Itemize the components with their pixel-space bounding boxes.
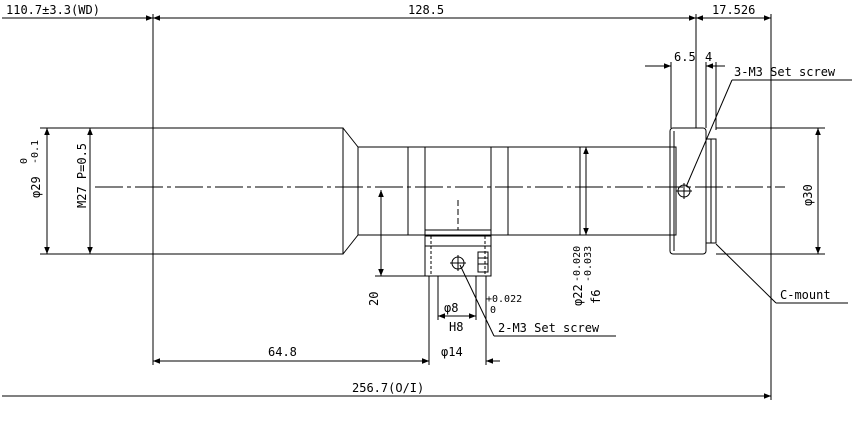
- front-barrel-edge-top: [342, 127, 359, 148]
- leader-m3-top: [685, 79, 733, 188]
- callout-cmount: C-mount: [780, 288, 831, 302]
- mount-block: [424, 236, 492, 277]
- leader-m3-bottom: [459, 264, 495, 337]
- dim-phi8-label: φ8: [444, 301, 458, 315]
- dim-4-label: 4: [705, 50, 712, 64]
- leader-cmount: [715, 243, 777, 304]
- dim-phi8-tol-upper: +0.022: [486, 294, 522, 305]
- callout-m3-top: 3-M3 Set screw: [734, 65, 836, 79]
- dim-20-label: 20: [367, 292, 381, 306]
- front-barrel-edge-bot: [342, 234, 359, 255]
- dim-phi29-label: φ29: [29, 176, 43, 198]
- dim-128-label: 128.5: [408, 3, 444, 17]
- dim-64-8-label: 64.8: [268, 345, 297, 359]
- middle-barrel: [357, 146, 677, 236]
- dim-h8-label: H8: [449, 320, 463, 334]
- dim-phi22-tol-upper: -0.020: [572, 246, 583, 282]
- dim-phi29-label-group: φ29: [29, 176, 43, 198]
- dim-thread-label: M27 P=0.5: [75, 143, 89, 208]
- dim-phi29-tol-upper: 0: [19, 158, 30, 164]
- dim-6-5-label: 6.5: [674, 50, 696, 64]
- dim-phi14-label: φ14: [441, 345, 463, 359]
- dim-total-label: 256.7(O/I): [352, 381, 424, 395]
- dim-phi22-label: φ22: [571, 284, 585, 306]
- dim-phi22-tol-lower: -0.033: [583, 246, 594, 282]
- front-barrel: [152, 127, 344, 255]
- dim-phi30-label: φ30: [801, 184, 815, 206]
- dim-wd-label: 110.7±3.3(WD): [6, 3, 100, 17]
- dim-17-label: 17.526: [712, 3, 755, 17]
- dim-f6-label: f6: [589, 290, 603, 304]
- dim-phi29-tol-lower: -0.1: [30, 140, 41, 164]
- dim-phi8-tol-lower: 0: [490, 305, 496, 316]
- callout-m3-bottom: 2-M3 Set screw: [498, 321, 600, 335]
